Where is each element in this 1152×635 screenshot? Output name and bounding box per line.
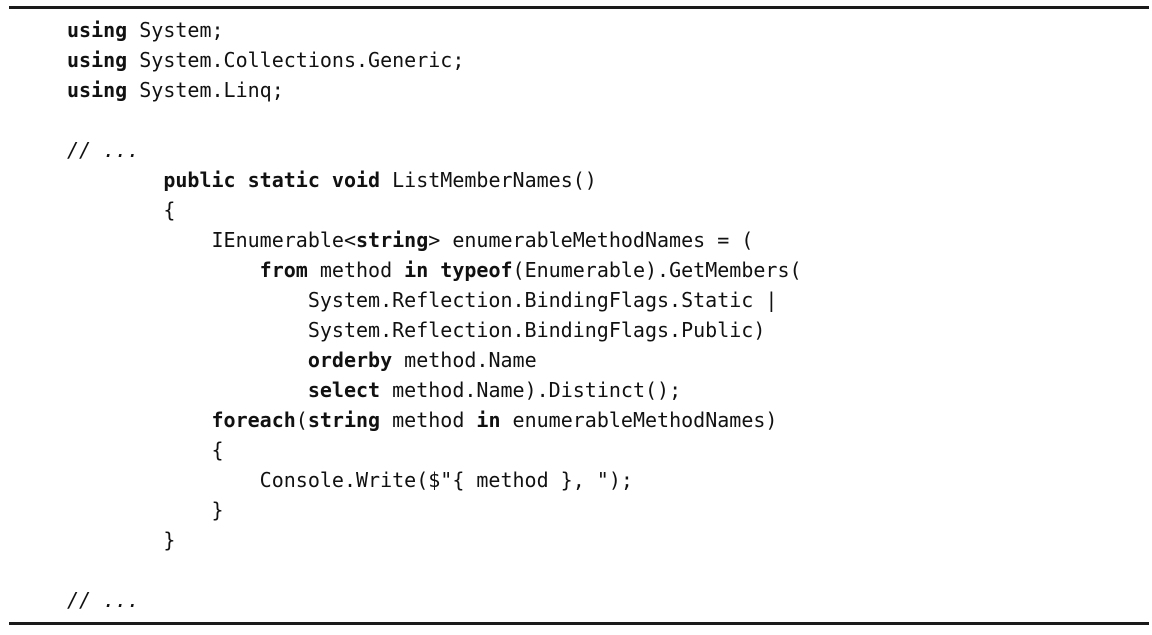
- code-line: IEnumerable<string> enumerableMethodName…: [67, 228, 754, 252]
- code-line: }: [67, 528, 176, 552]
- top-divider-rule: [9, 6, 1149, 9]
- code-block: using System; using System.Collections.Ge…: [67, 15, 802, 615]
- code-line: // ...: [67, 138, 140, 162]
- bottom-divider-rule: [9, 622, 1149, 625]
- code-line: {: [67, 438, 224, 462]
- code-line: }: [67, 498, 224, 522]
- code-line: {: [67, 198, 176, 222]
- code-line: using System.Linq;: [67, 78, 284, 102]
- code-line: using System;: [67, 18, 224, 42]
- code-line: using System.Collections.Generic;: [67, 48, 465, 72]
- code-line: public static void ListMemberNames(): [163, 168, 597, 192]
- code-line: // ...: [67, 588, 140, 612]
- code-line: from method in typeof(Enumerable).GetMem…: [259, 258, 802, 282]
- code-line: System.Reflection.BindingFlags.Static |: [67, 288, 778, 312]
- code-line: foreach(string method in enumerableMetho…: [211, 408, 778, 432]
- code-line: orderby method.Name: [307, 348, 537, 372]
- code-line: System.Reflection.BindingFlags.Public): [67, 318, 766, 342]
- code-line: Console.Write($"{ method }, ");: [67, 468, 633, 492]
- code-line: [67, 105, 802, 135]
- code-line: [67, 555, 802, 585]
- code-line: select method.Name).Distinct();: [307, 378, 682, 402]
